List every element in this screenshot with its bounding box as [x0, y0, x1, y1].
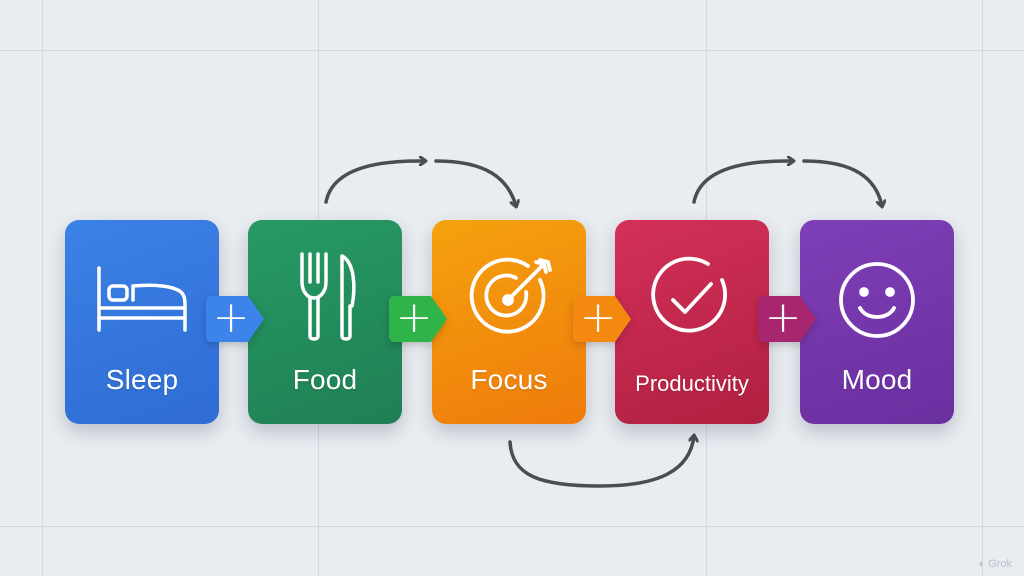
- target-icon: [469, 257, 552, 334]
- plus-connector-shape: [573, 296, 631, 342]
- smiley-icon: [839, 262, 915, 338]
- watermark-text: Grok: [988, 558, 1012, 570]
- tile-label-food: Food: [292, 364, 358, 395]
- bed-icon: [97, 266, 187, 332]
- grid-line: [42, 0, 43, 576]
- grid-line: [0, 526, 1024, 527]
- tile-label-productivity: Productivity: [635, 371, 749, 396]
- watermark: ◐ Grok: [979, 558, 1013, 570]
- tile-food: [248, 220, 402, 424]
- flow-arrow-food-to-focus: [324, 161, 516, 206]
- tile-focus: [432, 220, 586, 424]
- connector-food-focus: +: [385, 286, 451, 352]
- grok-logo-icon: ◐: [978, 558, 986, 570]
- checkmark-circle-icon: [651, 256, 728, 333]
- flow-arrow-focus-to-productivity: [508, 436, 694, 488]
- plus-connector-shape: [206, 296, 264, 342]
- tile-label-focus: Focus: [470, 364, 548, 395]
- plus-icon: +: [764, 292, 802, 343]
- grid-line: [0, 50, 1024, 51]
- plus-connector-shape: [758, 296, 816, 342]
- tile-productivity: [615, 220, 769, 424]
- plus-icon: +: [579, 292, 617, 343]
- flow-arrow-productivity-to-mood: [692, 161, 882, 206]
- fork-knife-icon: [300, 252, 356, 341]
- plus-connector-shape: [389, 296, 447, 342]
- grid-line: [982, 0, 983, 576]
- tile-label-sleep: Sleep: [105, 364, 179, 395]
- plus-icon: +: [212, 292, 250, 343]
- tile-label-mood: Mood: [841, 364, 913, 395]
- tile-sleep: [65, 220, 219, 424]
- connector-focus-productivity: +: [569, 286, 635, 352]
- connector-sleep-food: +: [202, 286, 268, 352]
- connector-productivity-mood: +: [754, 286, 820, 352]
- plus-icon: +: [395, 292, 433, 343]
- tile-mood: [800, 220, 954, 424]
